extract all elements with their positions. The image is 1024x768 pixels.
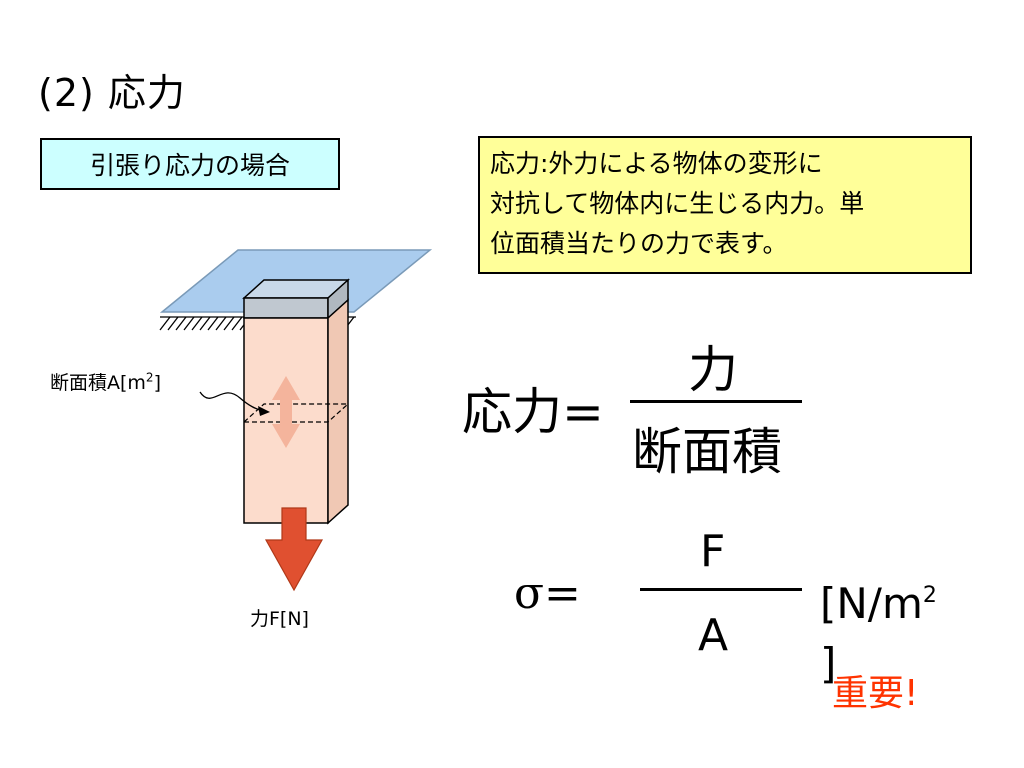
formula1-fraction-bar: [630, 400, 802, 403]
formula2-numerator: F: [700, 526, 726, 577]
area-leader-line: [199, 391, 269, 413]
formula1-numerator: 力: [688, 341, 738, 399]
cross-section-area-label: 断面積A[m2]: [50, 370, 161, 394]
force-label: 力F[N]: [250, 608, 309, 630]
bar-side: [327, 298, 349, 525]
case-label-box: 引張り応力の場合: [40, 138, 340, 190]
force-arrow: [264, 507, 324, 592]
important-note: 重要!: [832, 673, 919, 714]
bar-upper-front: [243, 297, 329, 319]
case-label: 引張り応力の場合: [89, 151, 290, 180]
definition-line-2: 対抗して物体内に生じる内力。単: [490, 189, 865, 218]
page-title: (2) 応力: [38, 71, 186, 115]
formula1-denominator: 断面積: [632, 423, 782, 481]
definition-box: 応力:外力による物体の変形に 対抗して物体内に生じる内力。単 位面積当たりの力で…: [478, 136, 972, 274]
cross-section: [243, 403, 349, 423]
stress-arrow: [272, 376, 300, 448]
area-leader-arrowhead: [258, 406, 270, 416]
definition-line-3: 位面積当たりの力で表す。: [490, 229, 788, 258]
tension-bar-diagram: [159, 249, 433, 592]
formula2-lhs: σ=: [514, 568, 581, 619]
formula2-unit: [N/m2]: [820, 579, 937, 688]
definition-line-1: 応力:外力による物体の変形に: [490, 149, 823, 178]
formula1-lhs: 応力=: [462, 383, 604, 441]
formula2-denominator: A: [698, 610, 729, 661]
formula2-fraction-bar: [640, 588, 802, 591]
